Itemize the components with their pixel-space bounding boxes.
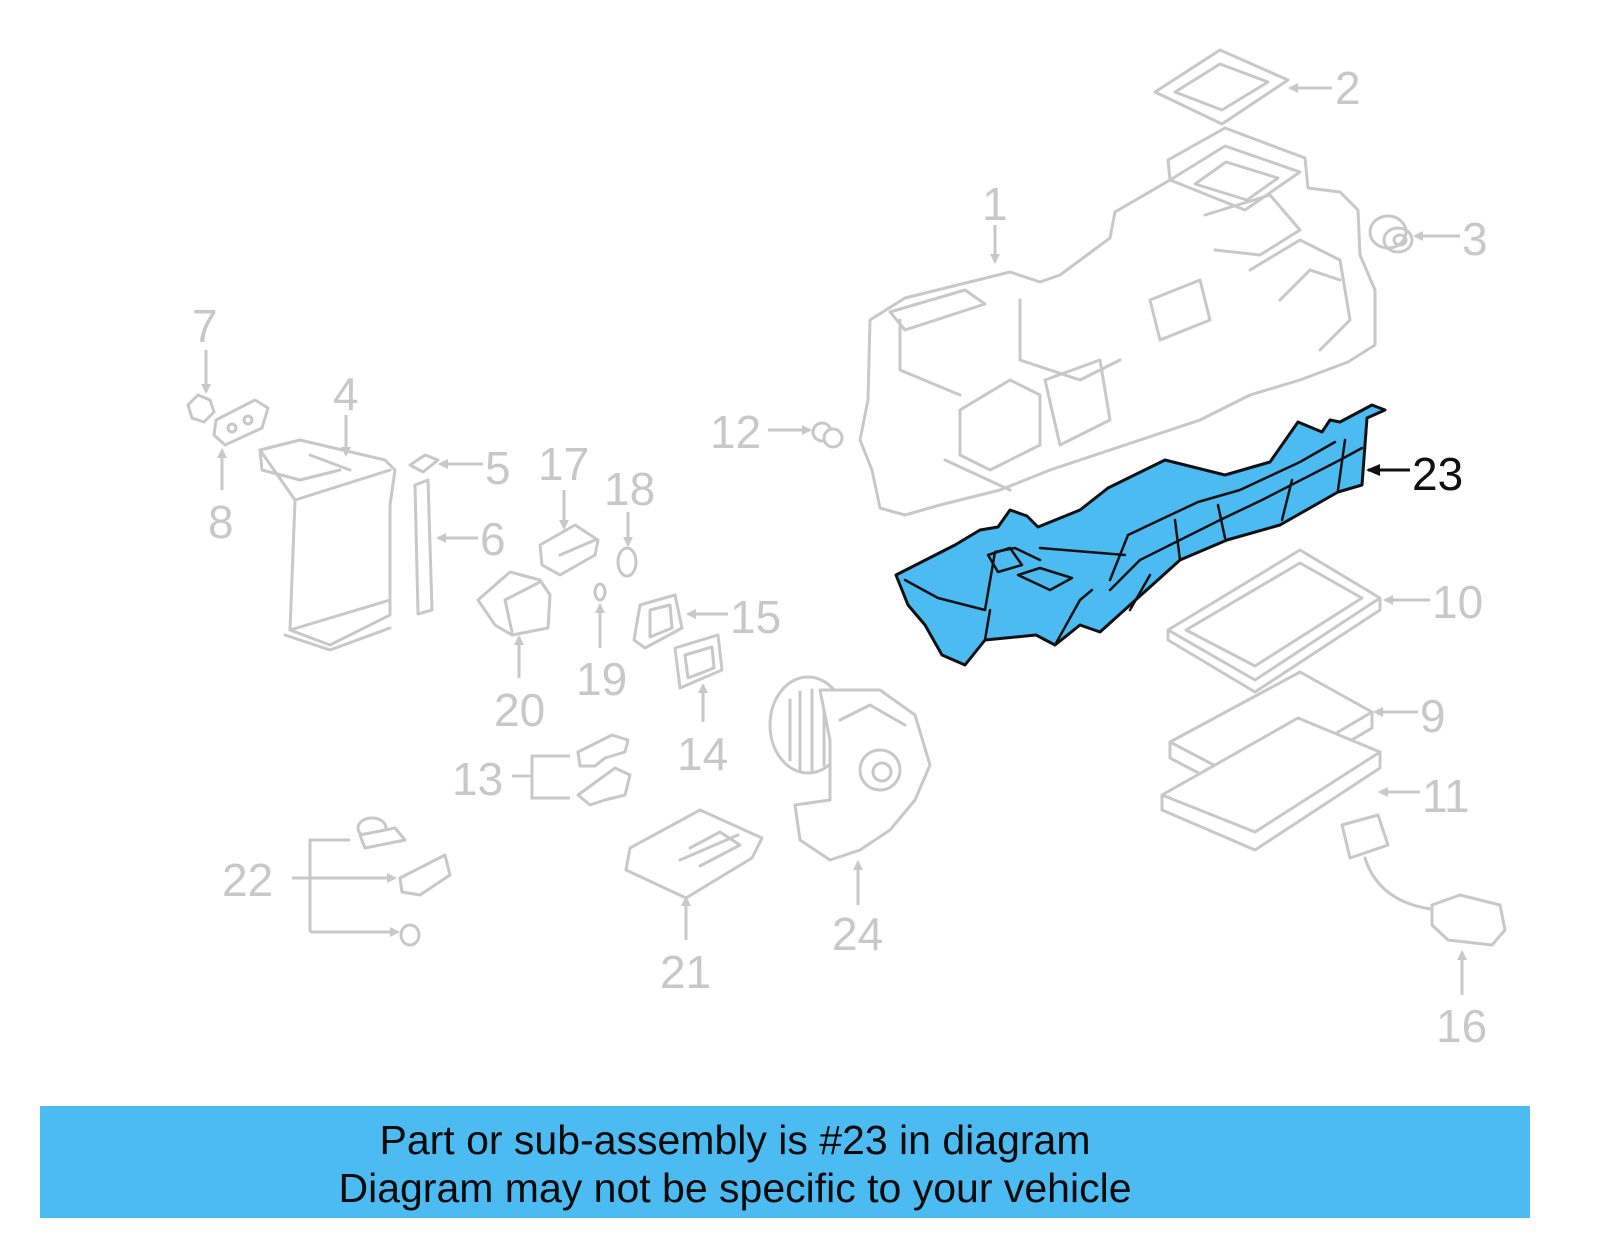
callout-4: 4 bbox=[333, 368, 359, 457]
callout-19: 19 bbox=[576, 603, 627, 705]
callout-14: 14 bbox=[677, 683, 728, 780]
part-4-heater-core bbox=[258, 438, 397, 652]
info-banner: Part or sub-assembly is #23 in diagram D… bbox=[40, 1106, 1530, 1218]
part-7-clip bbox=[186, 393, 216, 424]
svg-text:10: 10 bbox=[1432, 576, 1483, 628]
svg-text:7: 7 bbox=[192, 300, 218, 352]
part-20-actuator bbox=[476, 570, 552, 637]
callout-9: 9 bbox=[1373, 690, 1446, 742]
callout-11: 11 bbox=[1378, 770, 1470, 822]
svg-text:24: 24 bbox=[832, 908, 883, 960]
callout-22: 22 bbox=[222, 838, 400, 937]
svg-text:16: 16 bbox=[1436, 1000, 1487, 1052]
part-6-strip bbox=[413, 478, 434, 616]
svg-text:22: 22 bbox=[222, 854, 273, 906]
part-24-blower bbox=[768, 675, 932, 862]
callout-3: 3 bbox=[1413, 213, 1488, 265]
svg-text:12: 12 bbox=[710, 406, 761, 458]
banner-line-part-number: Part or sub-assembly is #23 in diagram bbox=[379, 1117, 1091, 1163]
callout-17: 17 bbox=[538, 438, 589, 530]
svg-text:6: 6 bbox=[480, 513, 506, 565]
part-3-grommet bbox=[1368, 214, 1414, 254]
callout-16: 16 bbox=[1436, 950, 1487, 1052]
part-22-fasteners bbox=[356, 816, 452, 947]
callout-24: 24 bbox=[832, 860, 883, 960]
callout-21: 21 bbox=[660, 896, 711, 998]
svg-text:3: 3 bbox=[1462, 213, 1488, 265]
svg-text:23: 23 bbox=[1412, 448, 1463, 500]
svg-text:19: 19 bbox=[576, 653, 627, 705]
svg-text:18: 18 bbox=[604, 463, 655, 515]
part-10-filter-frame bbox=[1166, 548, 1382, 694]
svg-text:4: 4 bbox=[333, 368, 359, 420]
part-23-duct-highlighted bbox=[894, 403, 1387, 667]
banner-line-disclaimer: Diagram may not be specific to your vehi… bbox=[338, 1165, 1132, 1211]
svg-text:11: 11 bbox=[1422, 770, 1470, 822]
callout-8: 8 bbox=[208, 448, 234, 548]
svg-text:1: 1 bbox=[982, 178, 1008, 230]
part-1-housing bbox=[858, 126, 1377, 517]
svg-text:15: 15 bbox=[730, 591, 781, 643]
callout-5: 5 bbox=[438, 442, 511, 494]
svg-text:5: 5 bbox=[485, 442, 511, 494]
svg-text:21: 21 bbox=[660, 946, 711, 998]
callout-20: 20 bbox=[494, 635, 545, 736]
part-13-brackets bbox=[576, 733, 632, 807]
svg-text:14: 14 bbox=[677, 728, 728, 780]
callout-23: 23 bbox=[1366, 448, 1463, 500]
part-11-filter bbox=[1160, 716, 1382, 852]
callout-1: 1 bbox=[982, 178, 1008, 264]
part-8-gasket bbox=[212, 398, 270, 447]
part-15-seal bbox=[632, 593, 684, 650]
svg-text:9: 9 bbox=[1420, 690, 1446, 742]
part-21-cover bbox=[624, 808, 764, 900]
svg-text:13: 13 bbox=[452, 753, 503, 805]
svg-text:2: 2 bbox=[1335, 62, 1361, 114]
part-19-oring bbox=[593, 582, 607, 602]
callout-12: 12 bbox=[710, 406, 812, 458]
part-17-resistor bbox=[538, 523, 600, 577]
svg-text:20: 20 bbox=[494, 684, 545, 736]
callout-18: 18 bbox=[604, 463, 655, 547]
callout-10: 10 bbox=[1383, 576, 1483, 628]
svg-text:17: 17 bbox=[538, 438, 589, 490]
callout-6: 6 bbox=[436, 513, 506, 565]
callout-2: 2 bbox=[1288, 62, 1361, 114]
svg-text:8: 8 bbox=[208, 496, 234, 548]
callout-13: 13 bbox=[452, 753, 570, 805]
part-2-cover bbox=[1153, 48, 1290, 126]
callout-7: 7 bbox=[192, 300, 218, 394]
part-18-oring bbox=[616, 546, 638, 578]
part-5-seal bbox=[408, 453, 440, 474]
part-16-harness bbox=[1340, 813, 1507, 947]
part-14-seal bbox=[673, 633, 724, 690]
part-12-clip bbox=[811, 421, 844, 449]
callout-15: 15 bbox=[686, 591, 781, 643]
